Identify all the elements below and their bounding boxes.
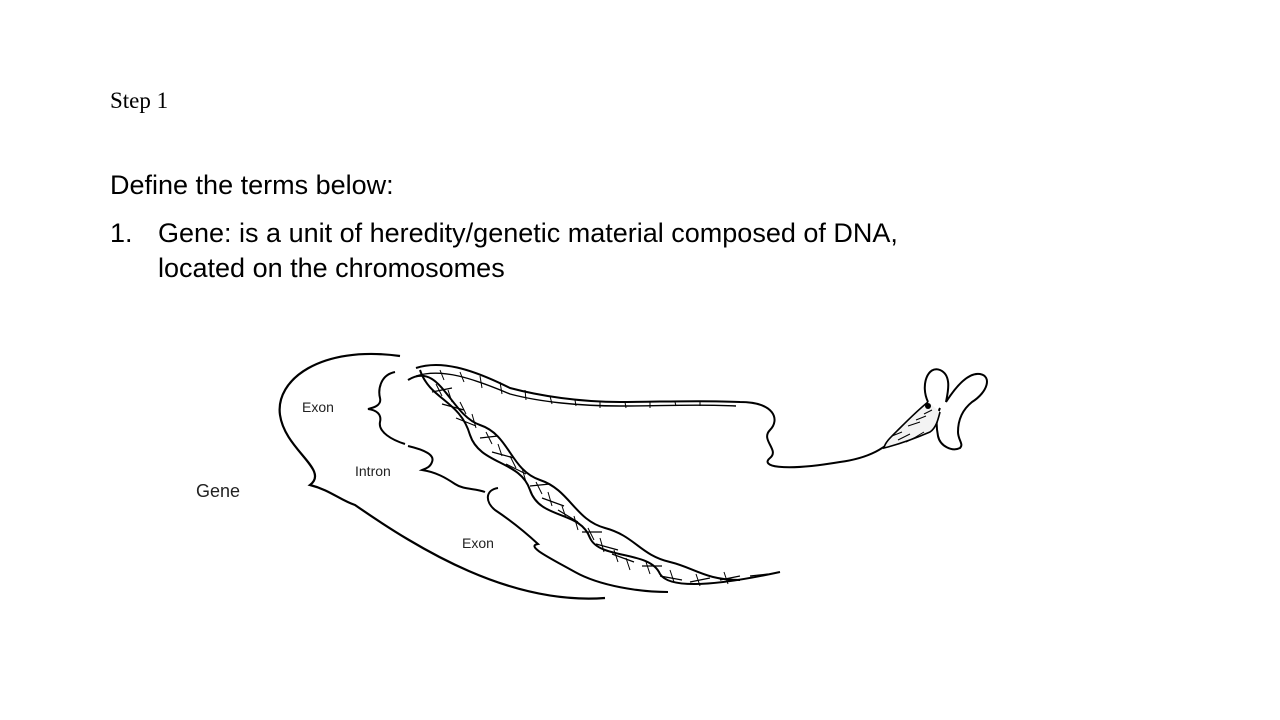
chromosome-icon <box>883 368 988 451</box>
step-title: Step 1 <box>110 88 169 113</box>
gene-diagram: Gene Exon Intron Exon <box>180 340 1010 620</box>
exon-bottom-label: Exon <box>462 535 494 551</box>
gene-label: Gene <box>196 481 240 501</box>
definition-number: 1. <box>110 218 133 248</box>
definition-line-2: located on the chromosomes <box>158 253 505 283</box>
definition-line-1: Gene: is a unit of heredity/genetic mate… <box>158 218 898 248</box>
exon-top-label: Exon <box>302 399 334 415</box>
intro-text: Define the terms below: <box>110 170 394 200</box>
dna-double-helix-icon <box>407 369 781 587</box>
dna-strand-icon <box>415 363 901 469</box>
intron-brace <box>407 445 486 493</box>
exon-top-brace <box>367 371 406 445</box>
definition-item: 1. Gene: is a unit of heredity/genetic m… <box>110 216 1010 286</box>
intron-label: Intron <box>355 463 391 479</box>
definition-list: 1. Gene: is a unit of heredity/genetic m… <box>110 216 1010 286</box>
gene-diagram-svg: Gene Exon Intron Exon <box>196 352 988 600</box>
gene-brace <box>278 352 606 600</box>
exon-bottom-brace <box>486 487 669 593</box>
centromere-icon <box>925 403 931 409</box>
